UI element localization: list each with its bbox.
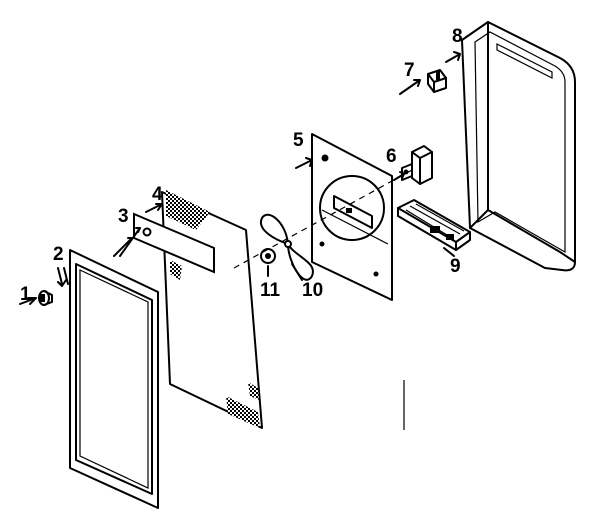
callout-1: 1 — [20, 284, 31, 305]
screen-panel — [161, 190, 263, 429]
screw — [38, 290, 53, 306]
fan-mount-plate — [311, 133, 393, 301]
callout-9: 9 — [450, 256, 461, 277]
callout-7: 7 — [404, 60, 415, 81]
callout-10: 10 — [302, 280, 323, 301]
leader-lines — [19, 51, 461, 305]
knob — [427, 69, 447, 93]
fan-motor — [401, 145, 433, 185]
door-gasket — [69, 249, 159, 509]
hub — [260, 248, 276, 264]
callout-2: 2 — [53, 244, 64, 265]
callout-4: 4 — [152, 184, 163, 205]
callout-8: 8 — [452, 26, 463, 47]
callout-6: 6 — [386, 146, 397, 167]
callout-3: 3 — [118, 206, 129, 227]
insulation-label — [133, 212, 215, 274]
callout-5: 5 — [293, 130, 304, 151]
callout-11: 11 — [260, 280, 281, 301]
assembly-axis — [233, 169, 413, 269]
fan-blade — [259, 213, 314, 281]
housing — [461, 21, 576, 272]
switch-bracket — [397, 199, 471, 251]
